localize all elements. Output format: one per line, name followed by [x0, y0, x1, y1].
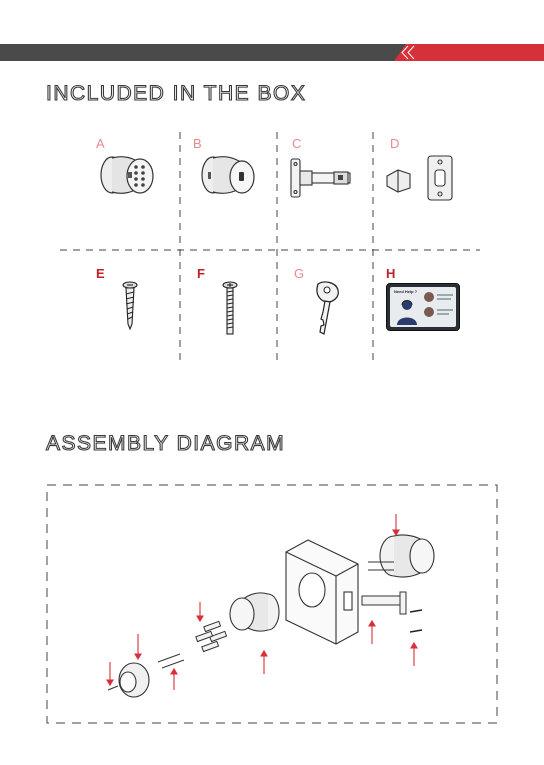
door-block	[286, 540, 358, 644]
help-card-text-line	[437, 294, 453, 296]
item-letter-d: D	[390, 136, 399, 151]
item-letter-h: H	[386, 266, 395, 281]
item-letter-b: B	[193, 136, 202, 151]
end-cap-part	[108, 663, 149, 697]
help-card-photo-2	[424, 307, 434, 317]
item-letter-c: C	[292, 136, 301, 151]
interior-knob-part	[368, 535, 434, 577]
help-card-heading: Need Help ?	[394, 289, 417, 294]
keypad-knob-image	[96, 150, 158, 200]
wood-screw-image	[120, 280, 140, 330]
support-person-icon	[396, 297, 418, 325]
item-letter-e: E	[96, 266, 105, 281]
help-card-text-line	[437, 313, 449, 315]
help-card-text-line	[437, 309, 453, 311]
strike-screws	[410, 610, 422, 632]
connecting-pins	[158, 621, 227, 668]
key-image	[310, 280, 350, 338]
item-letter-g: G	[294, 266, 304, 281]
assembly-diagram	[46, 484, 498, 724]
help-card-text-line	[437, 298, 451, 300]
interior-knob-image	[198, 150, 260, 200]
mounting-screw-image	[220, 280, 240, 336]
item-letter-f: F	[197, 266, 205, 281]
exterior-knob-part	[230, 593, 279, 631]
section-title-text: ASSEMBLY DIAGRAM	[46, 432, 285, 455]
item-letter-a: A	[96, 136, 105, 151]
latch-image	[288, 155, 356, 201]
section-title-assembly: ASSEMBLY DIAGRAM	[46, 432, 285, 456]
help-card-photo-1	[424, 292, 434, 302]
latch-part	[362, 592, 406, 614]
strike-plate-image	[384, 152, 464, 204]
help-card-face: Need Help ?	[390, 287, 456, 327]
help-card: Need Help ?	[386, 283, 460, 331]
